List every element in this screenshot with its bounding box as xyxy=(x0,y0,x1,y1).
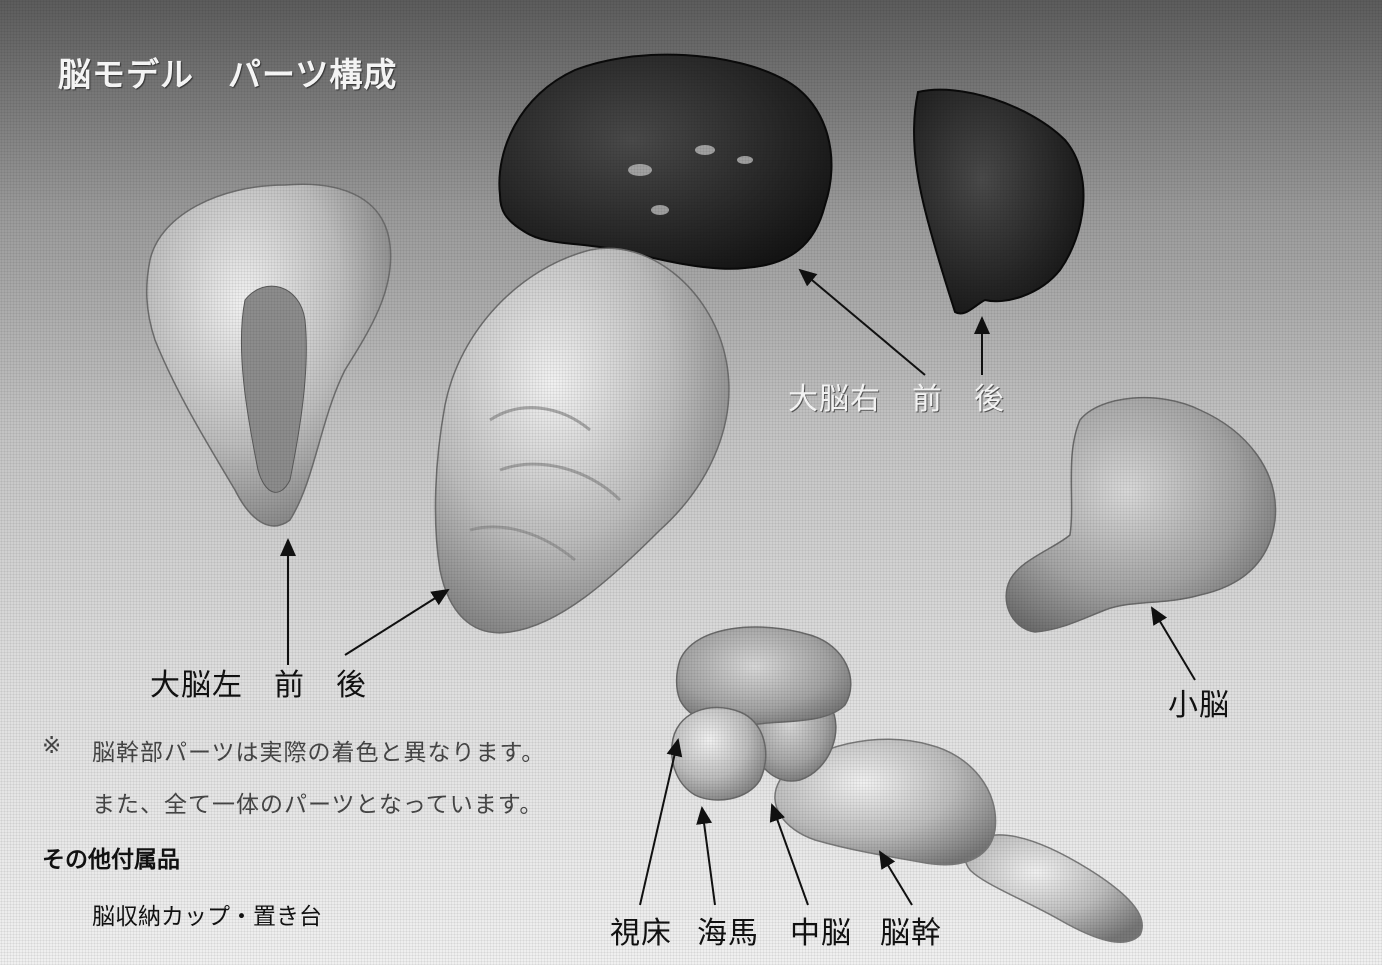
accessories-heading: その他付属品 xyxy=(42,840,180,874)
label-hippocampus: 海馬 xyxy=(697,908,759,952)
cerebrum-right-front-part xyxy=(499,55,831,269)
label-cerebrum-right: 大脳右 前 後 xyxy=(788,374,1005,418)
note-line-2: また、全て一体のパーツとなっています。 xyxy=(92,785,543,819)
label-thalamus: 視床 xyxy=(610,908,672,952)
page-title: 脳モデル パーツ構成 xyxy=(58,48,397,96)
accessories-item: 脳収納カップ・置き台 xyxy=(92,897,322,931)
cerebrum-left-rear-part xyxy=(435,248,728,633)
arrow-cerebrum-left-rear xyxy=(345,590,448,655)
arrow-cerebrum-right-front xyxy=(800,270,925,375)
cerebrum-right-rear-part xyxy=(914,90,1083,314)
label-cerebrum-left: 大脳左 前 後 xyxy=(150,660,367,704)
label-midbrain: 中脳 xyxy=(790,908,852,952)
brainstem-tail-part xyxy=(965,835,1142,942)
note-line-1: 脳幹部パーツは実際の着色と異なります。 xyxy=(92,733,545,767)
arrow-cerebellum xyxy=(1152,608,1195,680)
hippocampus-part xyxy=(672,707,766,800)
arrow-thalamus xyxy=(640,740,678,905)
cerebellum-part xyxy=(1006,398,1275,632)
arrow-hippocampus xyxy=(702,808,715,905)
note-mark: ※ xyxy=(42,733,62,759)
label-cerebellum: 小脳 xyxy=(1168,680,1230,724)
label-brainstem: 脳幹 xyxy=(880,908,942,952)
